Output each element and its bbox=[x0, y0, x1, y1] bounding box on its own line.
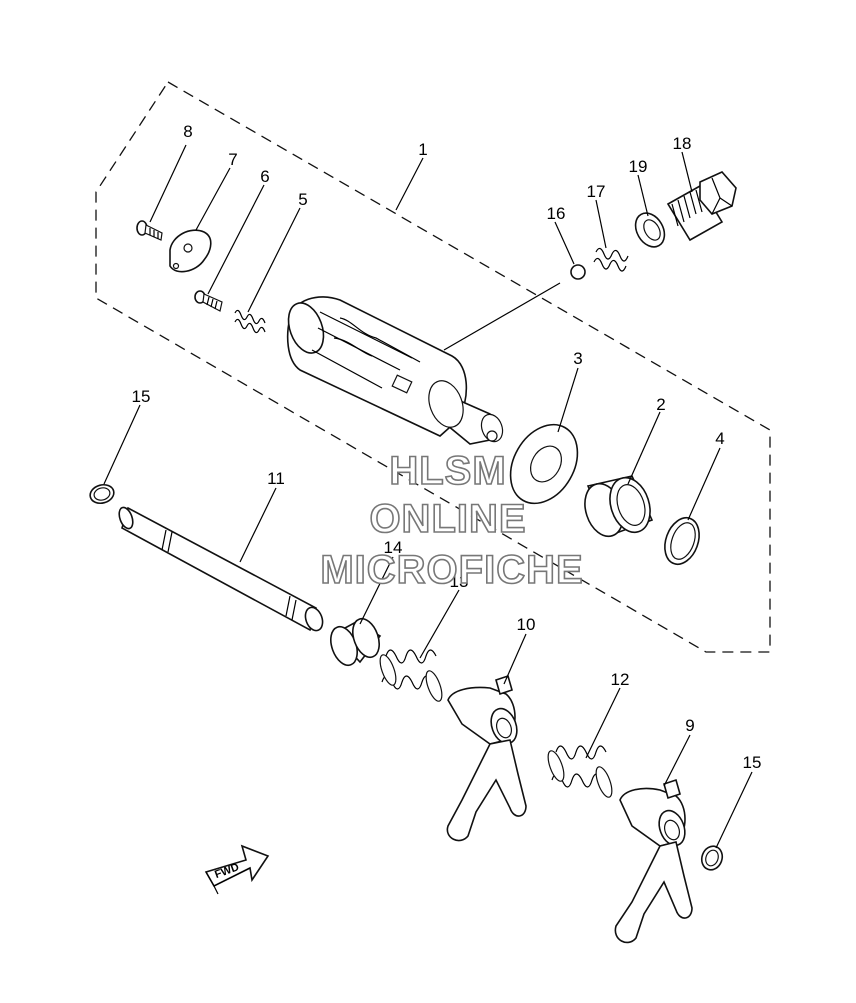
callout-6: 6 bbox=[260, 167, 269, 186]
callout-12: 12 bbox=[611, 670, 630, 689]
assembly-boundary bbox=[95, 81, 771, 653]
part-14-collar bbox=[330, 617, 382, 667]
callout-3: 3 bbox=[573, 349, 582, 368]
part-13-spring bbox=[379, 649, 443, 702]
part-12-spring bbox=[547, 745, 613, 798]
part-7-plate bbox=[169, 229, 212, 273]
part-8-screw bbox=[136, 220, 163, 241]
callout-18: 18 bbox=[673, 134, 692, 153]
part-9-shift-fork bbox=[614, 778, 693, 944]
watermark-line-3: MICROFICHE bbox=[320, 548, 583, 592]
part-2-bushing bbox=[584, 475, 654, 538]
callout-16: 16 bbox=[547, 204, 566, 223]
callout-13: 13 bbox=[450, 572, 469, 591]
callout-9: 9 bbox=[685, 716, 694, 735]
watermark-line-1: HLSM bbox=[389, 449, 506, 493]
part-17-spring bbox=[593, 247, 629, 272]
callout-5: 5 bbox=[298, 190, 307, 209]
callout-11: 11 bbox=[267, 469, 285, 488]
part-10-shift-fork bbox=[446, 674, 527, 842]
callout-15-left: 15 bbox=[132, 387, 151, 406]
part-19-washer bbox=[634, 212, 666, 248]
part-3-washer bbox=[509, 423, 579, 505]
part-18-plug-bolt bbox=[666, 171, 737, 242]
part-11-shaft bbox=[118, 506, 324, 632]
callout-15-right: 15 bbox=[743, 753, 762, 772]
part-15-circlip-right bbox=[700, 845, 724, 871]
fwd-arrow-icon: FWD bbox=[204, 844, 270, 895]
leader-lines bbox=[103, 144, 753, 849]
callout-7: 7 bbox=[228, 150, 237, 169]
callout-2: 2 bbox=[656, 395, 665, 414]
part-4-circlip bbox=[664, 516, 700, 566]
callout-17: 17 bbox=[587, 182, 606, 201]
callout-4: 4 bbox=[715, 429, 724, 448]
part-6-pin bbox=[194, 290, 223, 312]
callout-labels: 1 2 3 4 5 6 7 8 9 10 11 12 13 14 15 15 1… bbox=[132, 122, 762, 772]
callout-10: 10 bbox=[517, 615, 536, 634]
watermark-line-2: ONLINE bbox=[369, 497, 526, 541]
callout-8: 8 bbox=[183, 122, 192, 141]
part-16-ball bbox=[570, 264, 586, 280]
part-1-shift-drum bbox=[286, 296, 504, 445]
callout-1: 1 bbox=[418, 140, 427, 159]
part-5-spring bbox=[234, 309, 266, 334]
watermark: HLSM ONLINE MICROFICHE bbox=[320, 448, 584, 593]
part-15-circlip-left bbox=[89, 483, 115, 505]
callout-14: 14 bbox=[384, 538, 403, 557]
callout-19: 19 bbox=[629, 157, 648, 176]
